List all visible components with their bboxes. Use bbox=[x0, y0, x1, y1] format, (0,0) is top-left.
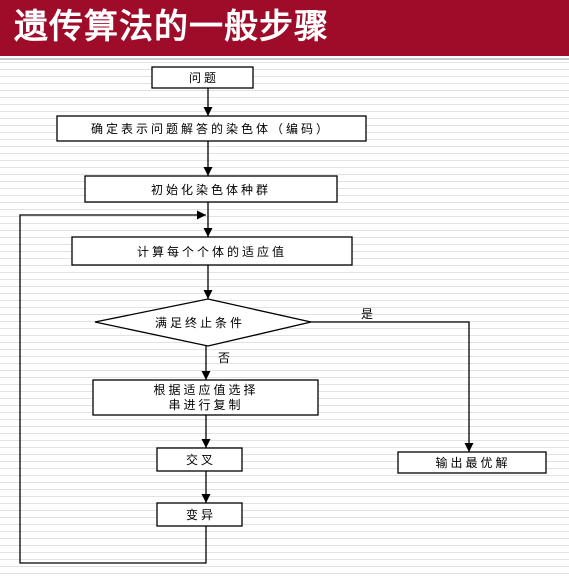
node-fitness bbox=[71, 236, 353, 266]
node-mutation bbox=[156, 502, 243, 527]
node-stop-condition bbox=[94, 298, 312, 347]
edge-label-yes: 是 bbox=[361, 307, 373, 321]
edge-loop-back bbox=[19, 210, 207, 564]
node-init-population bbox=[84, 175, 338, 203]
node-crossover bbox=[156, 447, 243, 472]
label-encoding: 确定表示问题解答的染色体（编码） bbox=[91, 121, 331, 136]
node-output bbox=[397, 451, 547, 474]
page-title: 遗传算法的一般步骤 bbox=[14, 7, 329, 47]
label-crossover: 交叉 bbox=[186, 452, 216, 467]
edge-label-no: 否 bbox=[218, 351, 230, 365]
label-output: 输出最优解 bbox=[435, 455, 510, 470]
label-selection-line1: 根据适应值选择 bbox=[153, 382, 258, 397]
label-problem: 问题 bbox=[189, 71, 219, 85]
label-init-population: 初始化染色体种群 bbox=[151, 182, 271, 197]
label-fitness: 计算每个个体的适应值 bbox=[137, 244, 287, 259]
node-problem bbox=[151, 66, 254, 89]
title-divider bbox=[0, 58, 569, 60]
label-selection-line2: 串进行复制 bbox=[168, 398, 243, 412]
label-stop-condition: 满足终止条件 bbox=[155, 315, 245, 330]
label-mutation: 变异 bbox=[186, 507, 216, 522]
title-bar: 遗传算法的一般步骤 bbox=[0, 0, 569, 56]
node-encoding bbox=[56, 115, 367, 142]
edge-condition-to-output bbox=[311, 321, 474, 452]
node-selection bbox=[92, 379, 319, 416]
